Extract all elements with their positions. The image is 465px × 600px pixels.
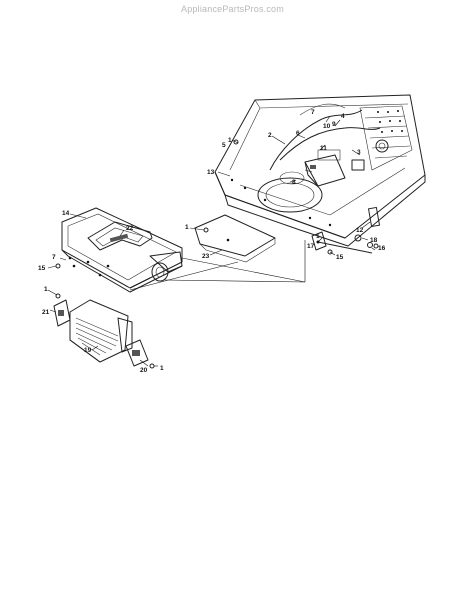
front-bumper bbox=[61, 207, 183, 293]
callout-2: 2 bbox=[268, 132, 272, 139]
reference-lines bbox=[129, 240, 306, 291]
mower-frame bbox=[214, 94, 426, 247]
callout-3: 3 bbox=[357, 149, 361, 156]
watermark: AppliancePartsPros.com bbox=[181, 4, 284, 14]
callout-11: 11 bbox=[320, 145, 327, 152]
callout-9: 9 bbox=[332, 121, 336, 128]
callout-6: 6 bbox=[296, 130, 300, 137]
callout-15-right: 15 bbox=[336, 254, 344, 261]
leader-lines bbox=[47, 115, 376, 367]
callout-12: 12 bbox=[356, 227, 364, 234]
callout-23: 23 bbox=[202, 253, 210, 260]
fasteners bbox=[55, 139, 379, 369]
battery-assembly bbox=[269, 103, 389, 187]
callout-7-top: 7 bbox=[311, 109, 315, 116]
callout-7-bumper: 7 bbox=[52, 254, 56, 261]
callout-8: 8 bbox=[292, 179, 296, 186]
callout-16: 16 bbox=[378, 245, 386, 252]
callout-21: 21 bbox=[42, 309, 50, 316]
callout-4: 4 bbox=[341, 113, 345, 120]
deflector-plate bbox=[194, 214, 276, 263]
foot-plate bbox=[87, 221, 153, 251]
callout-1-headlight-left: 1 bbox=[44, 286, 48, 293]
callout-14: 14 bbox=[62, 210, 70, 217]
callout-1-headlight-right: 1 bbox=[160, 365, 164, 372]
callout-10: 10 bbox=[323, 123, 331, 130]
callout-19: 19 bbox=[84, 347, 92, 354]
callout-13: 13 bbox=[207, 169, 215, 176]
headlight-assembly bbox=[53, 299, 149, 367]
callout-18: 18 bbox=[370, 237, 378, 244]
callout-1-top: 1 bbox=[228, 137, 232, 144]
callout-20: 20 bbox=[140, 367, 148, 374]
callout-5: 5 bbox=[222, 142, 226, 149]
callout-15-left: 15 bbox=[38, 265, 46, 272]
callout-17: 17 bbox=[307, 243, 315, 250]
callout-labels: 1 2 3 4 5 6 7 8 9 10 11 12 13 14 15 16 1… bbox=[38, 109, 386, 374]
callout-1-rear: 1 bbox=[316, 233, 320, 240]
callout-1-deflector: 1 bbox=[185, 224, 189, 231]
rear-bracket-hardware bbox=[311, 206, 381, 254]
callout-22: 22 bbox=[126, 225, 134, 232]
